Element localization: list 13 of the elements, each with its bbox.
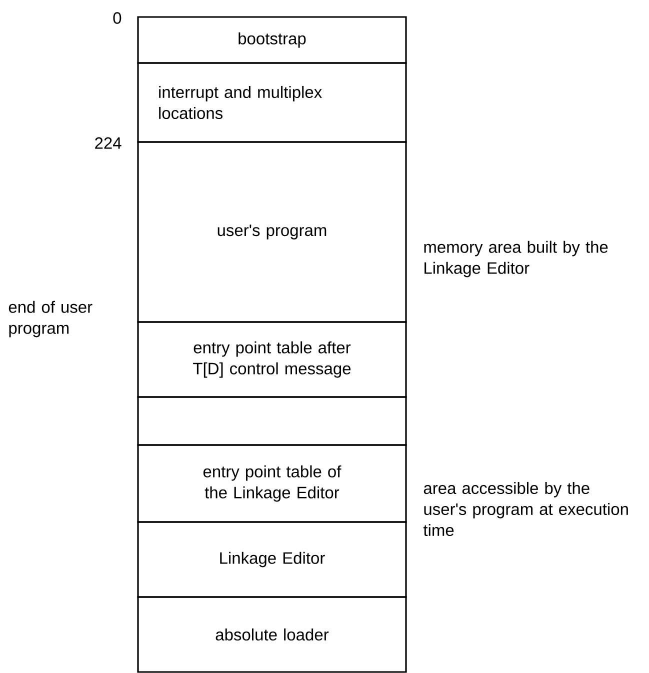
memory-cell: interrupt and multiplex locations: [137, 62, 407, 143]
address-label: 224: [95, 137, 122, 149]
memory-cell: Linkage Editor: [137, 521, 407, 598]
address-label: 0: [113, 12, 122, 24]
empty-memory-cell: [137, 396, 407, 446]
side-note: area accessible by the user's program at execution time: [423, 482, 628, 536]
side-note: end of user program: [8, 300, 92, 338]
memory-cell: entry point table after T[D] control message: [137, 321, 407, 398]
memory-cell: bootstrap: [137, 16, 407, 64]
side-note: memory area built by the Linkage Editor: [424, 240, 608, 278]
memory-cell: absolute loader: [137, 596, 407, 673]
memory-cell: user's program: [137, 141, 407, 323]
memory-cell: entry point table of the Linkage Editor: [137, 444, 407, 523]
